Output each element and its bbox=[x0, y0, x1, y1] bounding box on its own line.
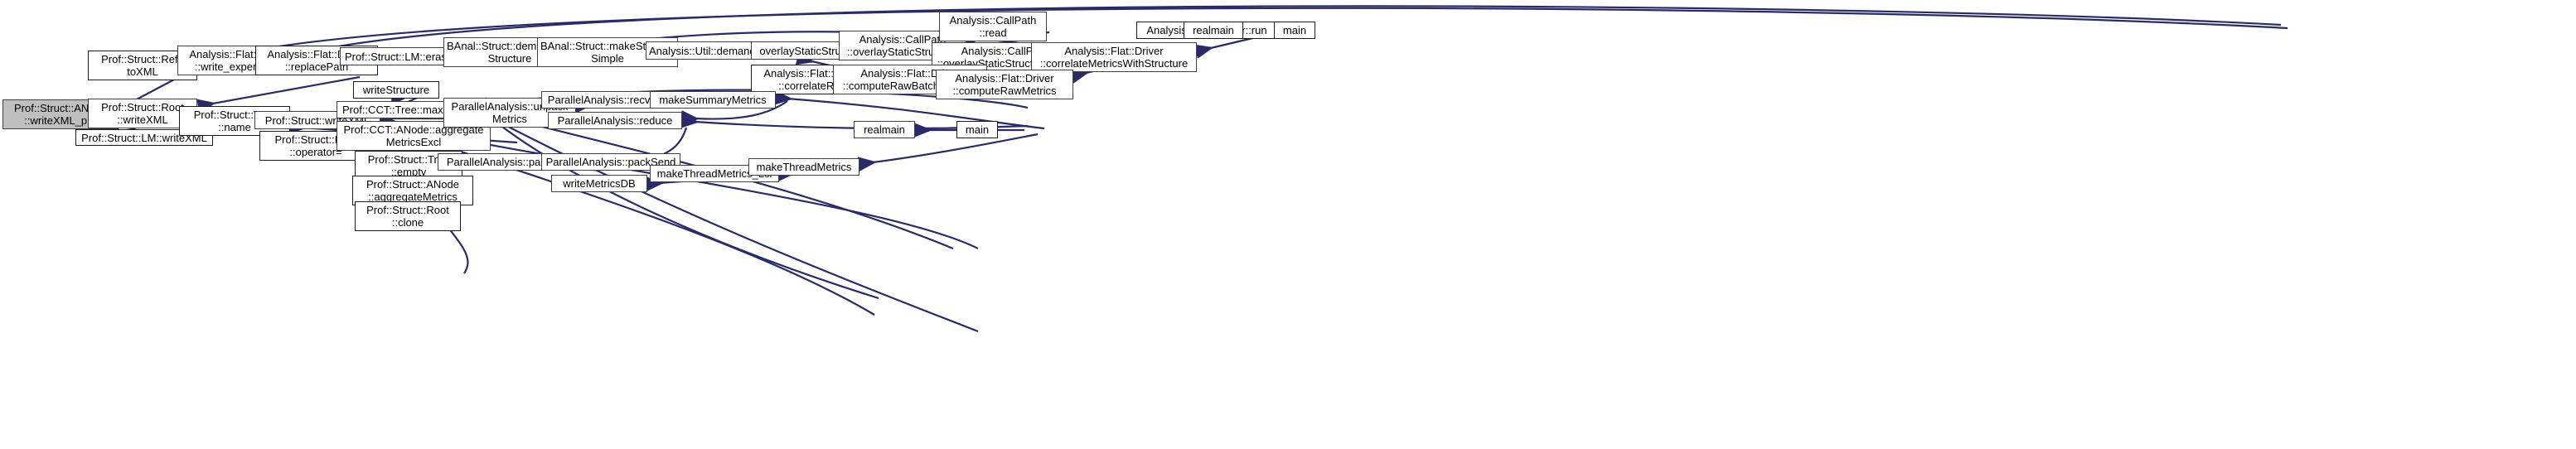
node-label: ParallelAnalysis::packSend bbox=[545, 156, 676, 168]
node-label: ParallelAnalysis::unpack Metrics bbox=[451, 100, 569, 125]
node-makethreadmetrics-lcl[interactable]: makeThreadMetrics_Lcl bbox=[650, 165, 779, 182]
node-label: Prof::Struct::Root ::writeXML bbox=[101, 101, 184, 126]
node-label: makeSummaryMetrics bbox=[659, 94, 767, 106]
node-label: writeMetricsDB bbox=[563, 177, 636, 190]
node-label: Analysis::CallPath ::read bbox=[949, 14, 1037, 39]
node-label: ParallelAnalysis::recvMerge bbox=[547, 94, 681, 106]
node-makethreadmetrics[interactable]: makeThreadMetrics bbox=[748, 158, 859, 176]
node-main-top[interactable]: main bbox=[1274, 22, 1315, 39]
node-label: realmain bbox=[1193, 24, 1234, 36]
node-analysis-flat-driver-computerawmetrics[interactable]: Analysis::Flat::Driver ::computeRawMetri… bbox=[936, 70, 1073, 99]
node-prof-struct-root-clone[interactable]: Prof::Struct::Root ::clone bbox=[355, 201, 461, 231]
node-label: makeThreadMetrics bbox=[756, 161, 852, 173]
node-label: main bbox=[1282, 24, 1307, 36]
node-label: ParallelAnalysis::reduce bbox=[557, 114, 673, 127]
node-realmain-top[interactable]: realmain bbox=[1184, 22, 1243, 39]
node-prof-struct-lm-writexml[interactable]: Prof::Struct::LM::writeXML bbox=[75, 129, 213, 146]
node-writemetricsdb[interactable]: writeMetricsDB bbox=[551, 175, 647, 192]
node-analysis-flat-driver-correlatemetricswithstructure[interactable]: Analysis::Flat::Driver ::correlateMetric… bbox=[1031, 42, 1197, 72]
node-realmain-mid[interactable]: realmain bbox=[854, 121, 915, 138]
node-parallelanalysis-packsend[interactable]: ParallelAnalysis::packSend bbox=[541, 153, 680, 171]
node-prof-struct-anode-aggregatemetrics[interactable]: Prof::Struct::ANode ::aggregateMetrics bbox=[352, 176, 473, 205]
node-label: Prof::Struct::Proc ::operator= bbox=[274, 133, 357, 158]
node-label: main bbox=[965, 123, 990, 136]
node-label: Prof::Struct::Ref:: toXML bbox=[101, 53, 184, 78]
node-label: Analysis::Flat::Driver ::computeRawMetri… bbox=[952, 72, 1057, 97]
node-label: Prof::Struct::LM::writeXML bbox=[81, 131, 207, 144]
node-makesummarymetrics[interactable]: makeSummaryMetrics bbox=[650, 91, 776, 109]
node-analysis-callpath-read[interactable]: Analysis::CallPath ::read bbox=[939, 12, 1047, 41]
node-label: Prof::Struct::Tree ::empty bbox=[367, 153, 450, 178]
node-label: BAnal::Struct::makeStructure Simple bbox=[540, 40, 680, 65]
node-label: Analysis::Flat::Driver ::correlateMetric… bbox=[1039, 45, 1189, 70]
node-label: writeStructure bbox=[362, 84, 430, 96]
node-label: Analysis::CallPath ::overlayStaticStruct… bbox=[846, 33, 959, 58]
node-main-mid[interactable]: main bbox=[956, 121, 998, 138]
node-prof-struct-tree-empty[interactable]: Prof::Struct::Tree ::empty bbox=[355, 151, 462, 181]
node-label: overlayStaticStructure bbox=[759, 44, 865, 57]
node-parallelanalysis-reduce[interactable]: ParallelAnalysis::reduce bbox=[548, 112, 682, 129]
node-label: Prof::Struct::Root ::clone bbox=[366, 204, 449, 229]
node-label: makeThreadMetrics_Lcl bbox=[656, 167, 772, 180]
node-label: Prof::Struct::ANode ::writeXML_pre bbox=[14, 102, 107, 127]
node-writestructure[interactable]: writeStructure bbox=[353, 81, 439, 99]
node-label: realmain bbox=[864, 123, 905, 136]
node-label: Prof::Struct::ANode ::aggregateMetrics bbox=[366, 178, 459, 203]
